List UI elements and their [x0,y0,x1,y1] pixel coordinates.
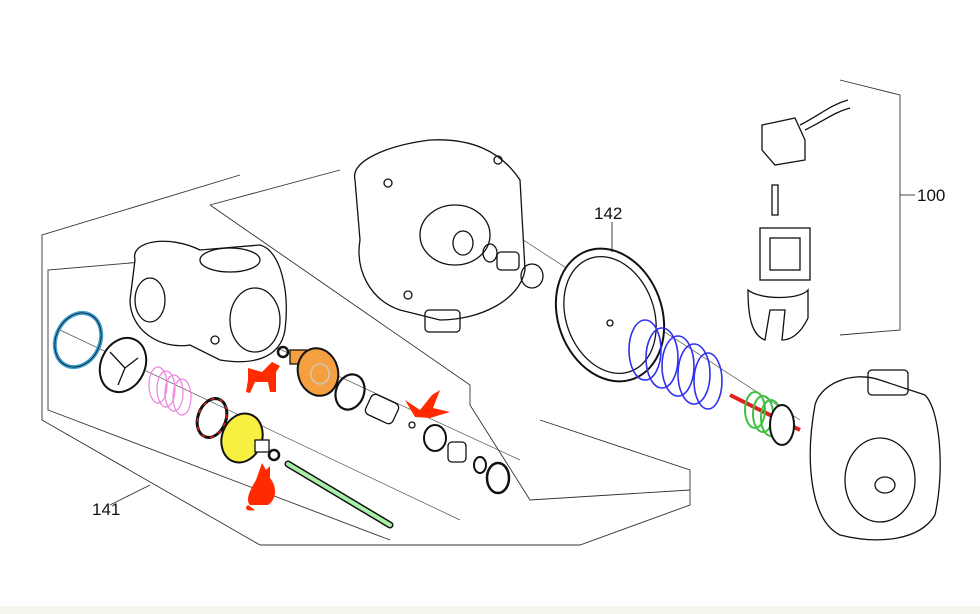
end-cover [809,369,941,541]
green-rod [286,462,392,527]
micro-switch [747,99,851,341]
bird-icon [405,390,450,418]
group-bracket-100 [839,79,915,336]
callout-141: 141 [92,500,121,519]
valve-body [129,240,287,363]
diaphragm [554,222,666,383]
piston-cap [769,404,795,446]
orange-valve [276,345,340,397]
bottom-strip [0,606,980,614]
o-ring [334,373,366,411]
callout-100: 100 [917,186,946,205]
callout-142: 142 [594,204,623,223]
main-spring [628,319,723,410]
bushing [364,393,400,425]
small-spring [148,366,192,416]
group-bracket-142 [209,169,691,501]
yellow-cone [220,412,281,464]
spider-guide [98,336,148,394]
group-bracket-141 [41,174,691,546]
pump-housing [354,139,544,333]
cat-icon [246,463,276,511]
dog-icon [246,362,280,393]
nut-stack [423,424,511,495]
